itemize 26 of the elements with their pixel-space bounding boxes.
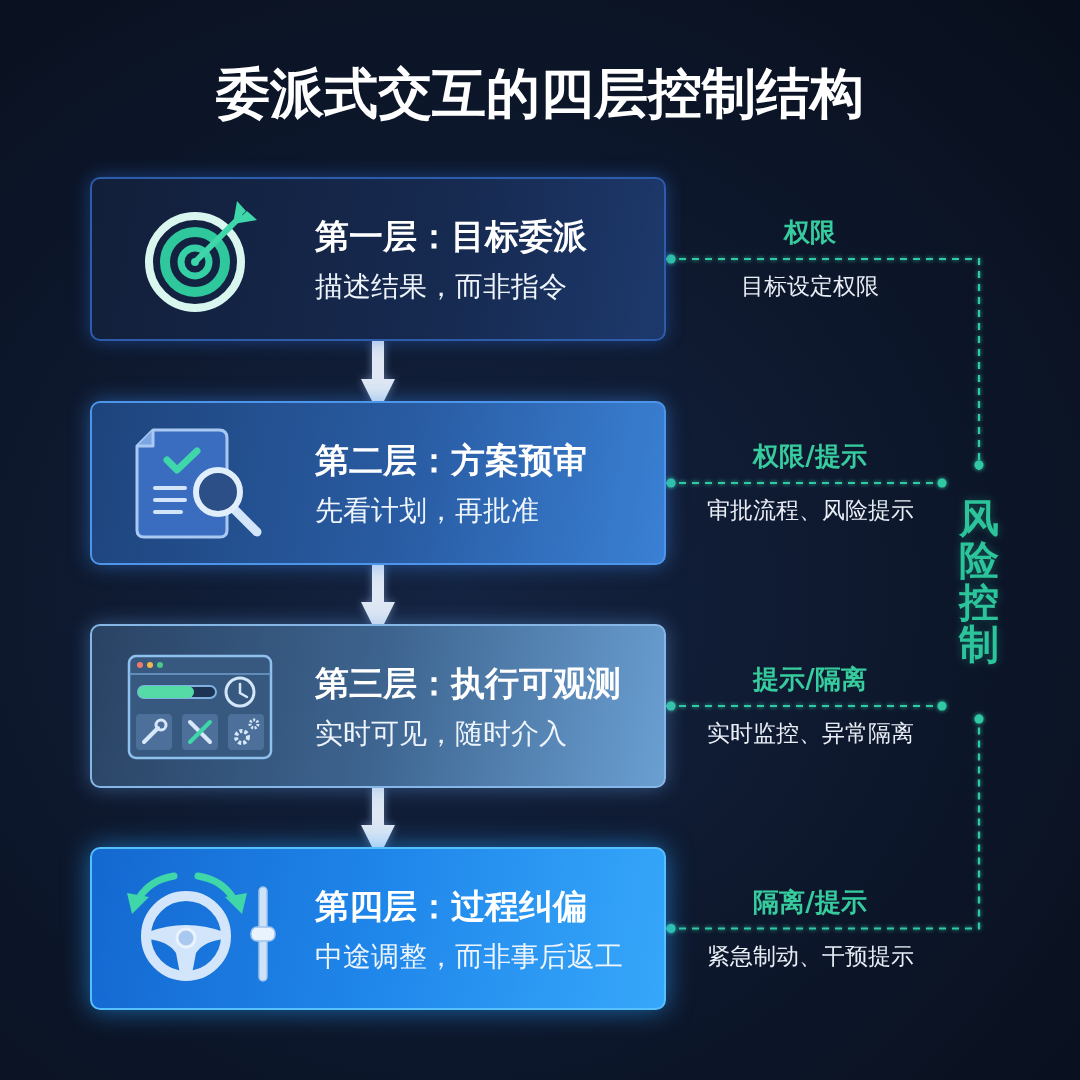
edge-label: 权限/提示 [753,441,867,473]
description-text: 先看计划，再批准 [315,494,539,528]
edge-label: 权限 [784,217,836,249]
heading-text: 第三层：执行可观测 [315,663,621,704]
edge-label: 隔离/提示 [753,886,867,919]
layer-box [90,847,666,1010]
heading-text: 第一层：目标委派 [315,216,587,257]
dashed-connector [666,254,984,470]
note-text: 实时监控、异常隔离 [706,720,914,748]
layer-box [90,177,666,341]
vertical-heading: 风险控制 [947,470,1011,714]
note-text: 审批流程、风险提示 [706,497,914,525]
heading-text: 第二层：方案预审 [315,440,587,481]
description-text: 实时可见，随时介入 [315,717,567,751]
title: 委派式交互的四层控制结构 [216,62,864,127]
dashed-connector [666,701,947,711]
layer-box [90,624,666,788]
note-text: 目标设定权限 [741,273,879,301]
description-text: 中途调整，而非事后返工 [315,940,623,974]
heading-text: 第四层：过程纠偏 [315,886,587,927]
note-text: 紧急制动、干预提示 [706,942,914,971]
dashed-connector [666,714,984,933]
description-text: 描述结果，而非指令 [315,270,567,304]
layer-box [90,401,666,565]
dashed-connector [666,478,947,488]
edge-label: 提示/隔离 [753,664,867,696]
